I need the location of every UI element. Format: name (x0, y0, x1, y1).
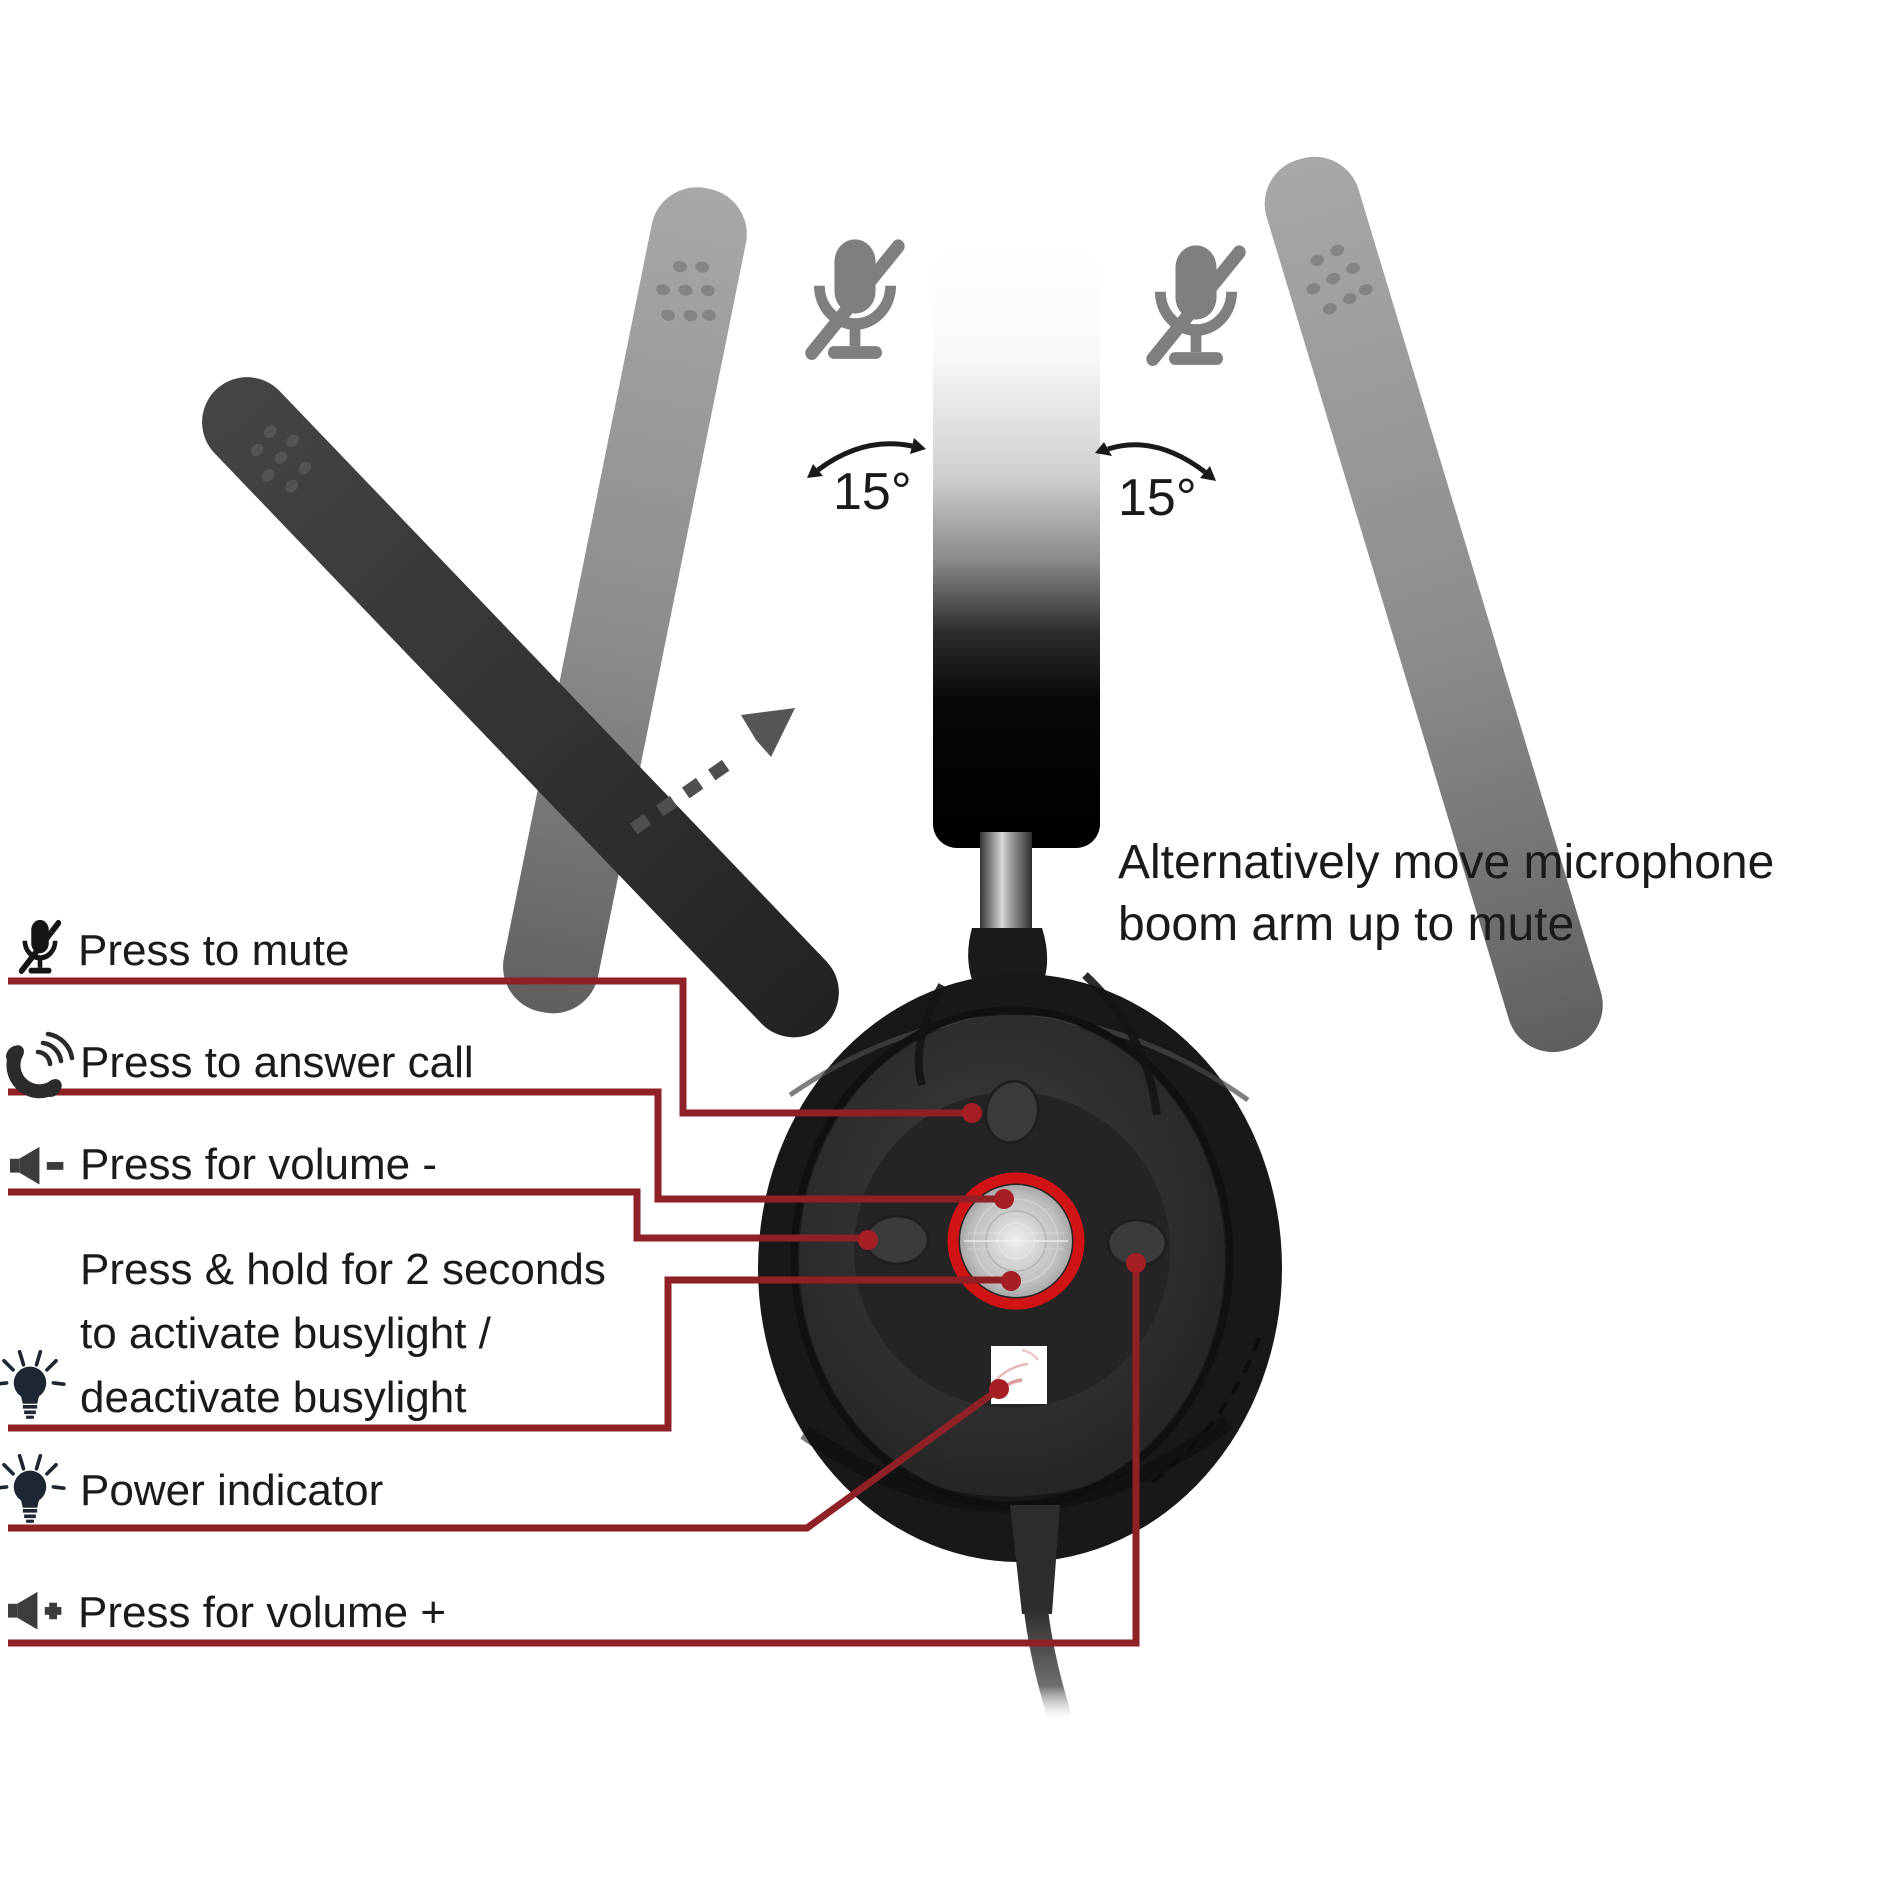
mute-button (984, 1079, 1040, 1145)
callout-power-dot (989, 1379, 1009, 1399)
label-busylight-line2: to activate busylight / (80, 1309, 491, 1358)
angle-arrow-left (807, 438, 926, 478)
label-busylight-line1: Press & hold for 2 seconds (80, 1245, 606, 1294)
label-volume-up: Press for volume + (78, 1588, 447, 1637)
callout-mute-dot (962, 1103, 982, 1123)
boom-arm (202, 377, 839, 1038)
callout-busylight-line (8, 1276, 1002, 1432)
label-press-to-answer: Press to answer call (80, 1038, 474, 1087)
alt-mute-note-line2: boom arm up to mute (1118, 898, 1575, 951)
label-volume-down: Press for volume - (80, 1140, 437, 1189)
callout-answer-dot (994, 1189, 1014, 1209)
mic-muted-icon-right (1153, 245, 1239, 364)
callout-volume-down-dot (858, 1230, 878, 1250)
label-busylight-line3: deactivate busylight (80, 1373, 467, 1422)
angle-label-left: 15° (833, 463, 912, 521)
label-busylight: Press & hold for 2 seconds to activate b… (80, 1238, 606, 1430)
callout-volume-down-line (8, 1188, 859, 1242)
boom-arm-alt-right (1264, 156, 1603, 1053)
callout-mute-line (8, 977, 963, 1117)
label-press-to-mute: Press to mute (78, 926, 350, 975)
alt-mute-note: Alternatively move microphone boom arm u… (1118, 832, 1774, 956)
callout-power-line (8, 1386, 1002, 1532)
callout-busylight-dot (1001, 1271, 1021, 1291)
center-button (947, 1172, 1085, 1310)
headband (933, 248, 1100, 848)
cable (1010, 1505, 1072, 1730)
angle-arrow-right (1095, 442, 1216, 481)
answer-call-icon (6, 1031, 75, 1099)
callout-volume-up-dot (1126, 1253, 1146, 1273)
power-bulb-icon (0, 1453, 66, 1525)
volume-down-icon (10, 1146, 64, 1185)
callout-volume-up-line (8, 1266, 1140, 1647)
alt-mute-note-line1: Alternatively move microphone (1118, 836, 1775, 889)
move-up-dashed-arrow (630, 708, 795, 835)
angle-label-right: 15° (1118, 469, 1197, 527)
mic-muted-icon-left (812, 239, 898, 358)
label-power-indicator: Power indicator (80, 1466, 384, 1515)
busylight-bulb-icon (0, 1349, 66, 1421)
headband-adjuster (968, 832, 1048, 994)
callout-answer-line (8, 1088, 995, 1203)
mute-label-icon (22, 920, 59, 974)
volume-up-icon (8, 1591, 62, 1630)
